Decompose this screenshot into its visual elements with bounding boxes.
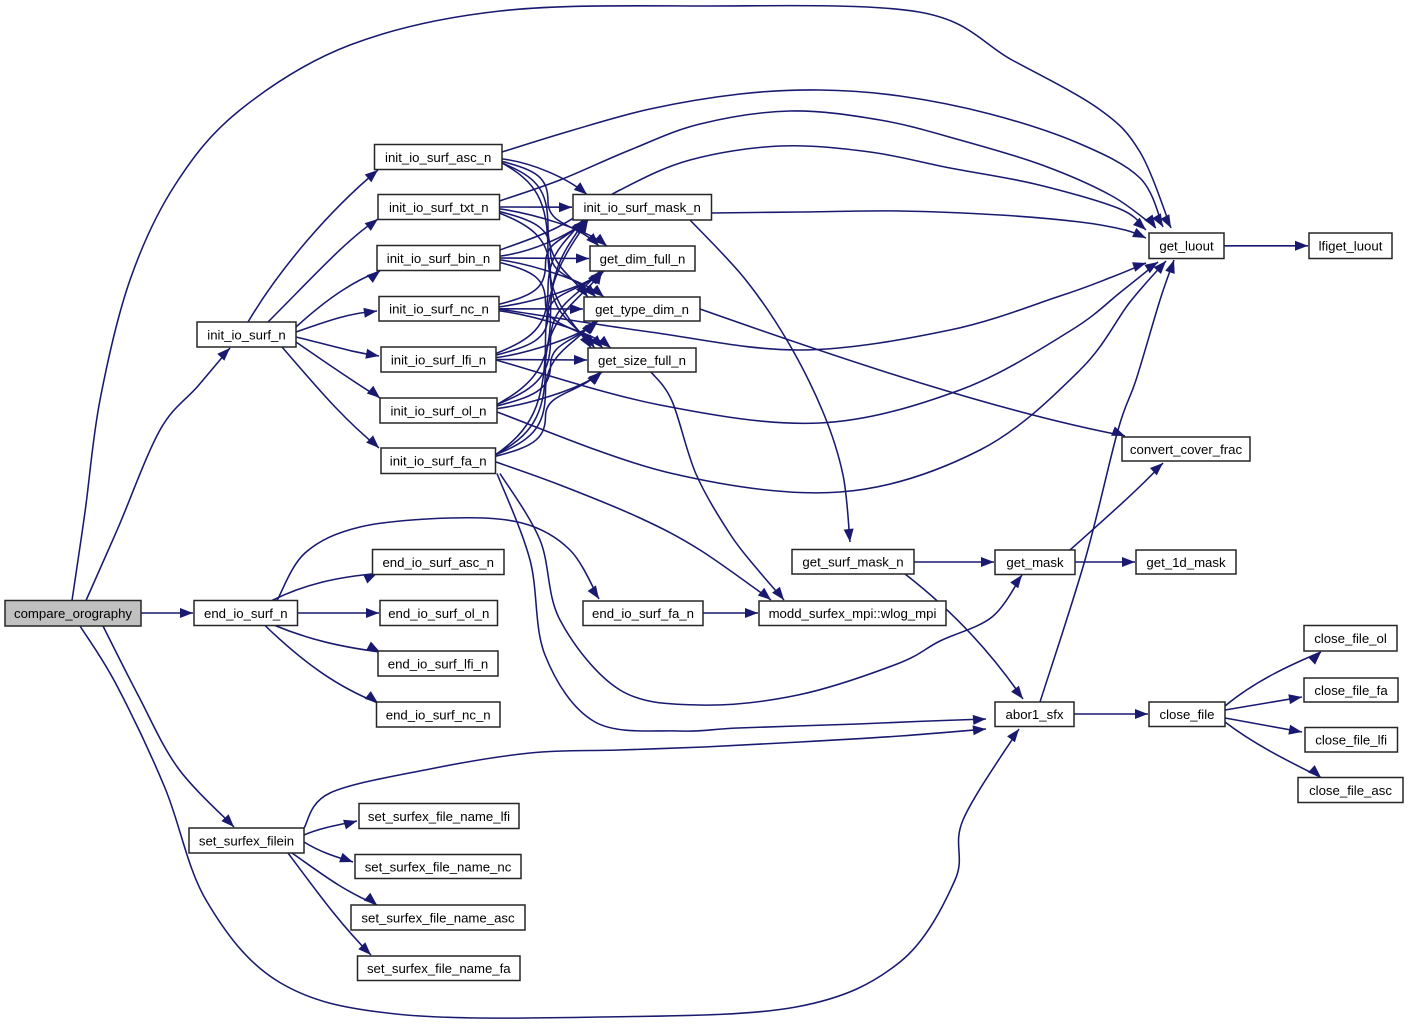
svg-text:lfiget_luout: lfiget_luout — [1319, 239, 1383, 254]
svg-text:set_surfex_file_name_asc: set_surfex_file_name_asc — [361, 910, 515, 925]
svg-text:end_io_surf_nc_n: end_io_surf_nc_n — [386, 707, 491, 722]
svg-text:init_io_surf_n: init_io_surf_n — [207, 327, 285, 342]
svg-text:get_1d_mask: get_1d_mask — [1146, 555, 1226, 570]
svg-text:convert_cover_frac: convert_cover_frac — [1130, 442, 1243, 457]
svg-text:set_surfex_file_name_nc: set_surfex_file_name_nc — [365, 859, 512, 874]
svg-text:get_size_full_n: get_size_full_n — [598, 353, 686, 368]
svg-text:close_file_ol: close_file_ol — [1314, 631, 1387, 646]
svg-text:init_io_surf_ol_n: init_io_surf_ol_n — [390, 403, 486, 418]
svg-text:close_file_asc: close_file_asc — [1309, 783, 1392, 798]
svg-text:end_io_surf_asc_n: end_io_surf_asc_n — [382, 555, 493, 570]
svg-text:init_io_surf_fa_n: init_io_surf_fa_n — [390, 454, 487, 469]
svg-text:close_file_fa: close_file_fa — [1314, 683, 1388, 698]
svg-text:end_io_surf_lfi_n: end_io_surf_lfi_n — [388, 656, 488, 671]
svg-text:init_io_surf_asc_n: init_io_surf_asc_n — [385, 150, 491, 165]
svg-text:end_io_surf_ol_n: end_io_surf_ol_n — [388, 606, 489, 621]
svg-text:close_file_lfi: close_file_lfi — [1315, 733, 1387, 748]
svg-text:init_io_surf_mask_n: init_io_surf_mask_n — [584, 200, 701, 215]
svg-text:abor1_sfx: abor1_sfx — [1006, 707, 1064, 722]
svg-text:set_surfex_file_name_fa: set_surfex_file_name_fa — [367, 961, 511, 976]
svg-text:get_type_dim_n: get_type_dim_n — [595, 302, 689, 317]
svg-text:init_io_surf_bin_n: init_io_surf_bin_n — [387, 251, 490, 266]
svg-text:init_io_surf_nc_n: init_io_surf_nc_n — [389, 302, 489, 317]
svg-text:init_io_surf_txt_n: init_io_surf_txt_n — [389, 200, 489, 215]
svg-text:get_mask: get_mask — [1006, 555, 1064, 570]
svg-text:set_surfex_file_name_lfi: set_surfex_file_name_lfi — [368, 809, 510, 824]
svg-text:get_dim_full_n: get_dim_full_n — [600, 251, 686, 266]
svg-text:get_surf_mask_n: get_surf_mask_n — [802, 555, 903, 570]
svg-text:close_file: close_file — [1160, 707, 1215, 722]
svg-text:set_surfex_filein: set_surfex_filein — [199, 833, 294, 848]
svg-text:get_luout: get_luout — [1159, 239, 1214, 254]
svg-text:end_io_surf_fa_n: end_io_surf_fa_n — [592, 606, 694, 621]
svg-text:modd_surfex_mpi::wlog_mpi: modd_surfex_mpi::wlog_mpi — [769, 606, 937, 621]
svg-text:compare_orography: compare_orography — [14, 606, 132, 621]
svg-text:end_io_surf_n: end_io_surf_n — [204, 606, 288, 621]
svg-text:init_io_surf_lfi_n: init_io_surf_lfi_n — [391, 352, 486, 367]
